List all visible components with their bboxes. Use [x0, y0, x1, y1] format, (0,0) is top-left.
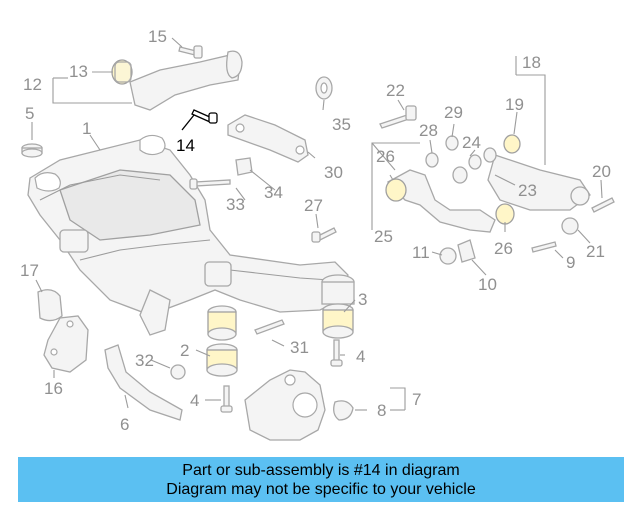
- washer-5: [21, 143, 43, 158]
- upper-arm-12: [111, 50, 243, 111]
- callout-5: 5: [25, 104, 34, 123]
- callout-2: 2: [180, 341, 189, 360]
- callout-11: 11: [412, 243, 430, 262]
- callout-26a: 26: [376, 147, 395, 166]
- callout-20: 20: [592, 162, 611, 181]
- washer-28-29: [425, 135, 482, 184]
- callout-17: 17: [20, 261, 39, 280]
- bolt-31: [254, 319, 285, 335]
- bolt-15: [178, 45, 203, 59]
- callout-24: 24: [462, 133, 481, 152]
- callout-29: 29: [444, 103, 463, 122]
- bolt-20: [591, 197, 615, 213]
- callout-6: 6: [120, 415, 129, 434]
- notice-banner: Part or sub-assembly is #14 in diagram D…: [18, 457, 624, 502]
- subframe-1: [27, 134, 349, 336]
- callout-31: 31: [290, 338, 309, 357]
- banner-line-2: Diagram may not be specific to your vehi…: [166, 481, 476, 498]
- nut-11: [439, 247, 457, 265]
- bolt-9: [531, 241, 557, 253]
- callout-16: 16: [44, 379, 63, 398]
- callout-1: 1: [82, 119, 91, 138]
- callout-14: 14: [176, 136, 195, 155]
- callout-7: 7: [412, 390, 421, 409]
- nut-21: [561, 217, 579, 235]
- bracket-6: [104, 344, 183, 421]
- callout-9: 9: [566, 253, 575, 272]
- bolt-4b: [330, 339, 343, 367]
- bolt-27: [311, 227, 337, 243]
- callout-19: 19: [505, 95, 524, 114]
- callout-35: 35: [332, 115, 351, 134]
- callout-28: 28: [419, 121, 438, 140]
- parts-diagram: 1 2 3 4 4 5 6 7 8 9 10 11 12 13 14 15 16…: [20, 27, 615, 441]
- bushing-3: [321, 274, 355, 339]
- callout-12: 12: [23, 75, 42, 94]
- bolt-14: [191, 109, 218, 124]
- lower-arm-18: [483, 134, 591, 211]
- callout-4b: 4: [356, 347, 365, 366]
- callout-22: 22: [386, 81, 405, 100]
- bracket-34: [235, 157, 253, 176]
- callout-8: 8: [377, 401, 386, 420]
- callout-33: 33: [226, 195, 245, 214]
- bolt-33: [189, 178, 231, 190]
- callout-25: 25: [374, 227, 393, 246]
- bracket-30: [227, 114, 309, 163]
- knuckle-7: [244, 369, 354, 441]
- callout-27: 27: [304, 196, 323, 215]
- callout-26b: 26: [494, 239, 513, 258]
- bracket-16: [43, 315, 89, 373]
- callout-23: 23: [518, 181, 537, 200]
- callout-34: 34: [264, 183, 283, 202]
- callout-32: 32: [135, 351, 154, 370]
- callout-30: 30: [324, 163, 343, 182]
- bracket-10: [457, 239, 476, 263]
- callout-3: 3: [358, 290, 367, 309]
- callout-18: 18: [522, 53, 541, 72]
- bushing-2: [206, 305, 238, 377]
- callout-15: 15: [148, 27, 167, 46]
- callout-4a: 4: [190, 391, 199, 410]
- bushing-35: [315, 76, 333, 100]
- trailing-arm-25: [385, 169, 515, 233]
- callout-21: 21: [586, 242, 605, 261]
- callout-10: 10: [478, 275, 497, 294]
- banner-line-1: Part or sub-assembly is #14 in diagram: [182, 462, 460, 479]
- callout-13: 13: [69, 62, 88, 81]
- nut-32: [170, 364, 186, 380]
- bolt-22: [379, 105, 417, 129]
- mount-17: [37, 289, 63, 322]
- bolt-4a: [220, 385, 233, 413]
